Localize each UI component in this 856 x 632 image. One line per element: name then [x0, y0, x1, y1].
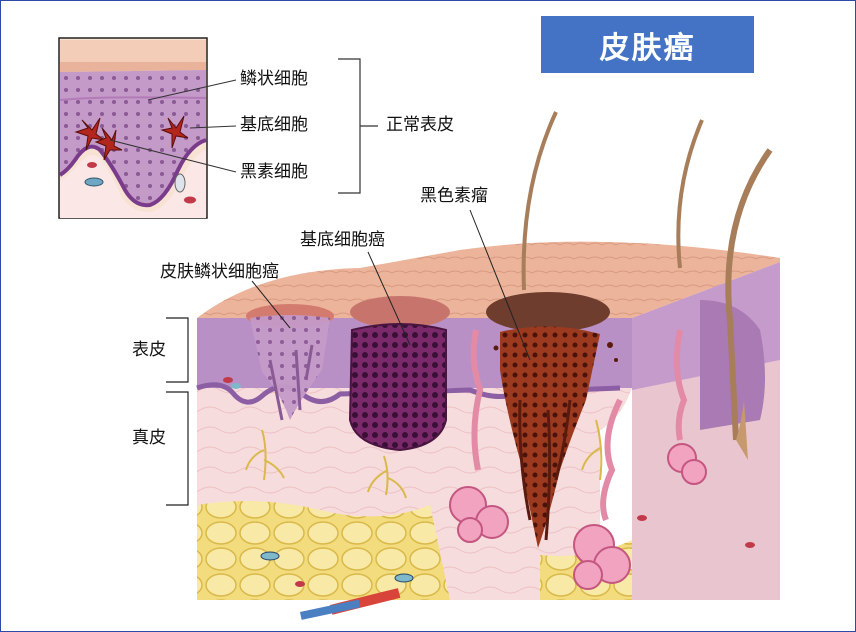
melanocyte-cell-shape	[74, 115, 189, 161]
title-banner: 皮肤癌	[541, 16, 754, 73]
label-melanocytes: 黑素细胞	[240, 162, 308, 182]
label-normal-skin: 正常表皮	[386, 115, 454, 135]
hair-shapes	[521, 111, 773, 460]
label-squamous-cell-carcinoma: 皮肤鳞状细胞癌	[160, 262, 279, 282]
cancer-label-pointers	[251, 209, 531, 361]
squamous-cell-carcinoma-tumor	[246, 304, 334, 421]
sweat-gland-shapes	[449, 329, 707, 590]
basal-cell-carcinoma-tumor	[348, 296, 450, 452]
page-title: 皮肤癌	[599, 30, 696, 66]
layer-brackets	[166, 317, 189, 506]
melanoma-tumor	[486, 292, 618, 548]
normal-skin-inset	[58, 37, 378, 219]
label-dermis: 真皮	[132, 428, 166, 448]
label-epidermis: 表皮	[132, 340, 166, 360]
label-squamous-cells: 鳞状细胞	[240, 69, 308, 89]
skin-block	[196, 241, 780, 620]
label-basal-cell-carcinoma: 基底细胞癌	[300, 230, 385, 250]
label-melanoma: 黑色素瘤	[420, 186, 488, 206]
label-basal-cells: 基底细胞	[240, 115, 308, 135]
